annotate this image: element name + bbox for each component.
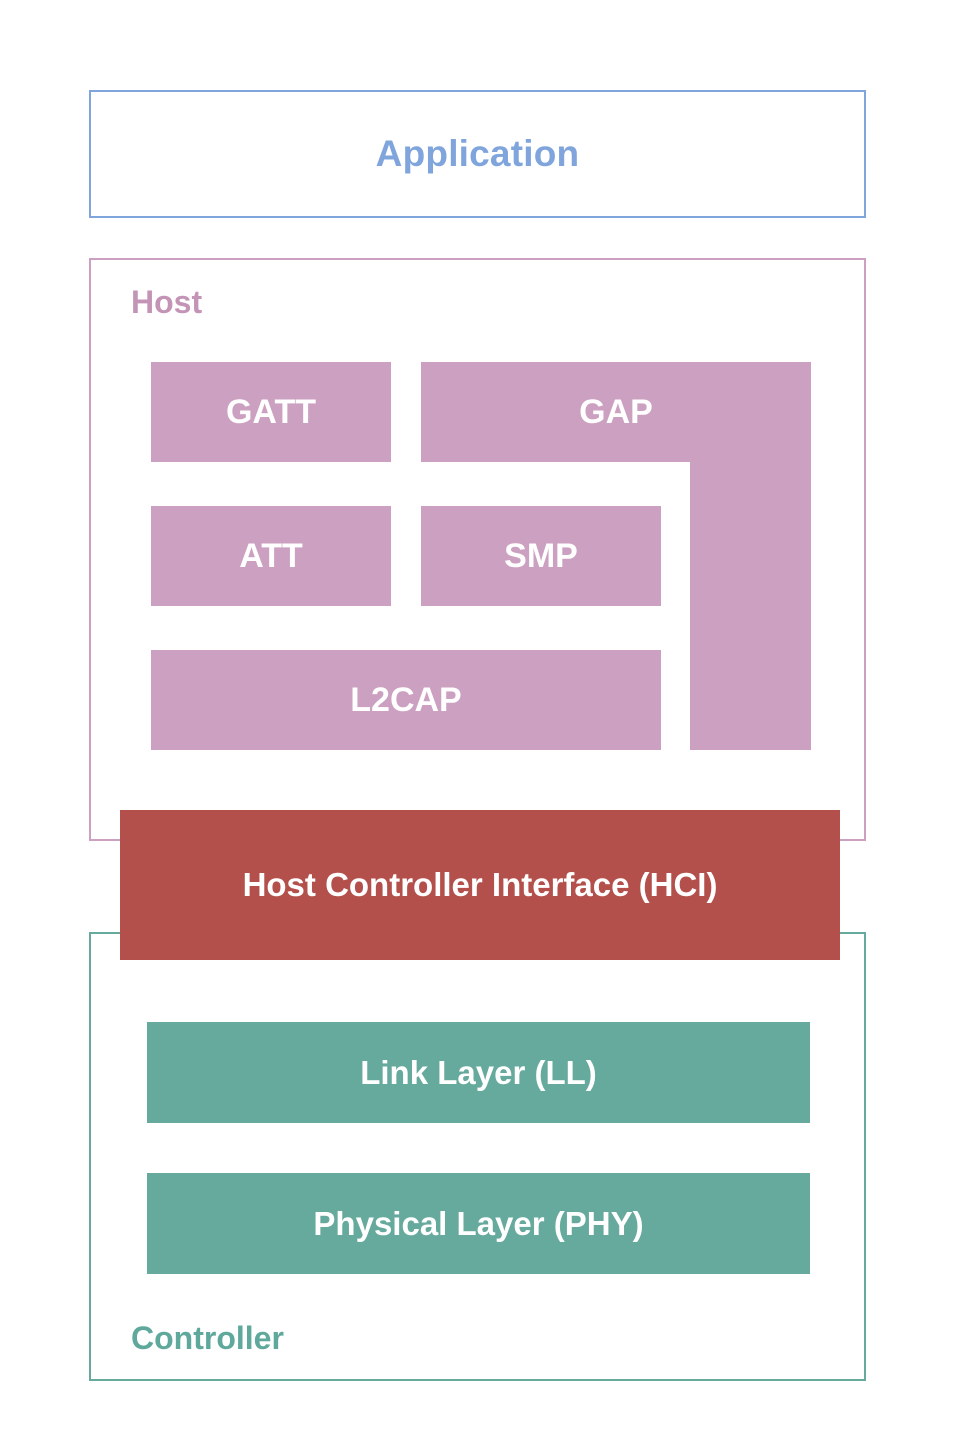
- block-l2cap: L2CAP: [151, 650, 661, 750]
- application-layer-box: Application: [89, 90, 866, 218]
- block-physical-layer: Physical Layer (PHY): [147, 1173, 810, 1274]
- block-gap: GAP: [421, 362, 811, 750]
- block-gatt: GATT: [151, 362, 391, 462]
- gap-top-bar: [421, 362, 811, 462]
- block-link-layer: Link Layer (LL): [147, 1022, 810, 1123]
- block-att: ATT: [151, 506, 391, 606]
- application-layer-label: Application: [375, 133, 580, 174]
- host-container-label: Host: [131, 284, 203, 320]
- controller-container-label: Controller: [131, 1320, 284, 1356]
- block-gap-label: GAP: [579, 392, 653, 431]
- block-smp: SMP: [421, 506, 661, 606]
- block-host-controller-interface: Host Controller Interface (HCI): [120, 810, 840, 960]
- gap-right-column: [690, 462, 811, 750]
- controller-container: Controller: [89, 932, 866, 1381]
